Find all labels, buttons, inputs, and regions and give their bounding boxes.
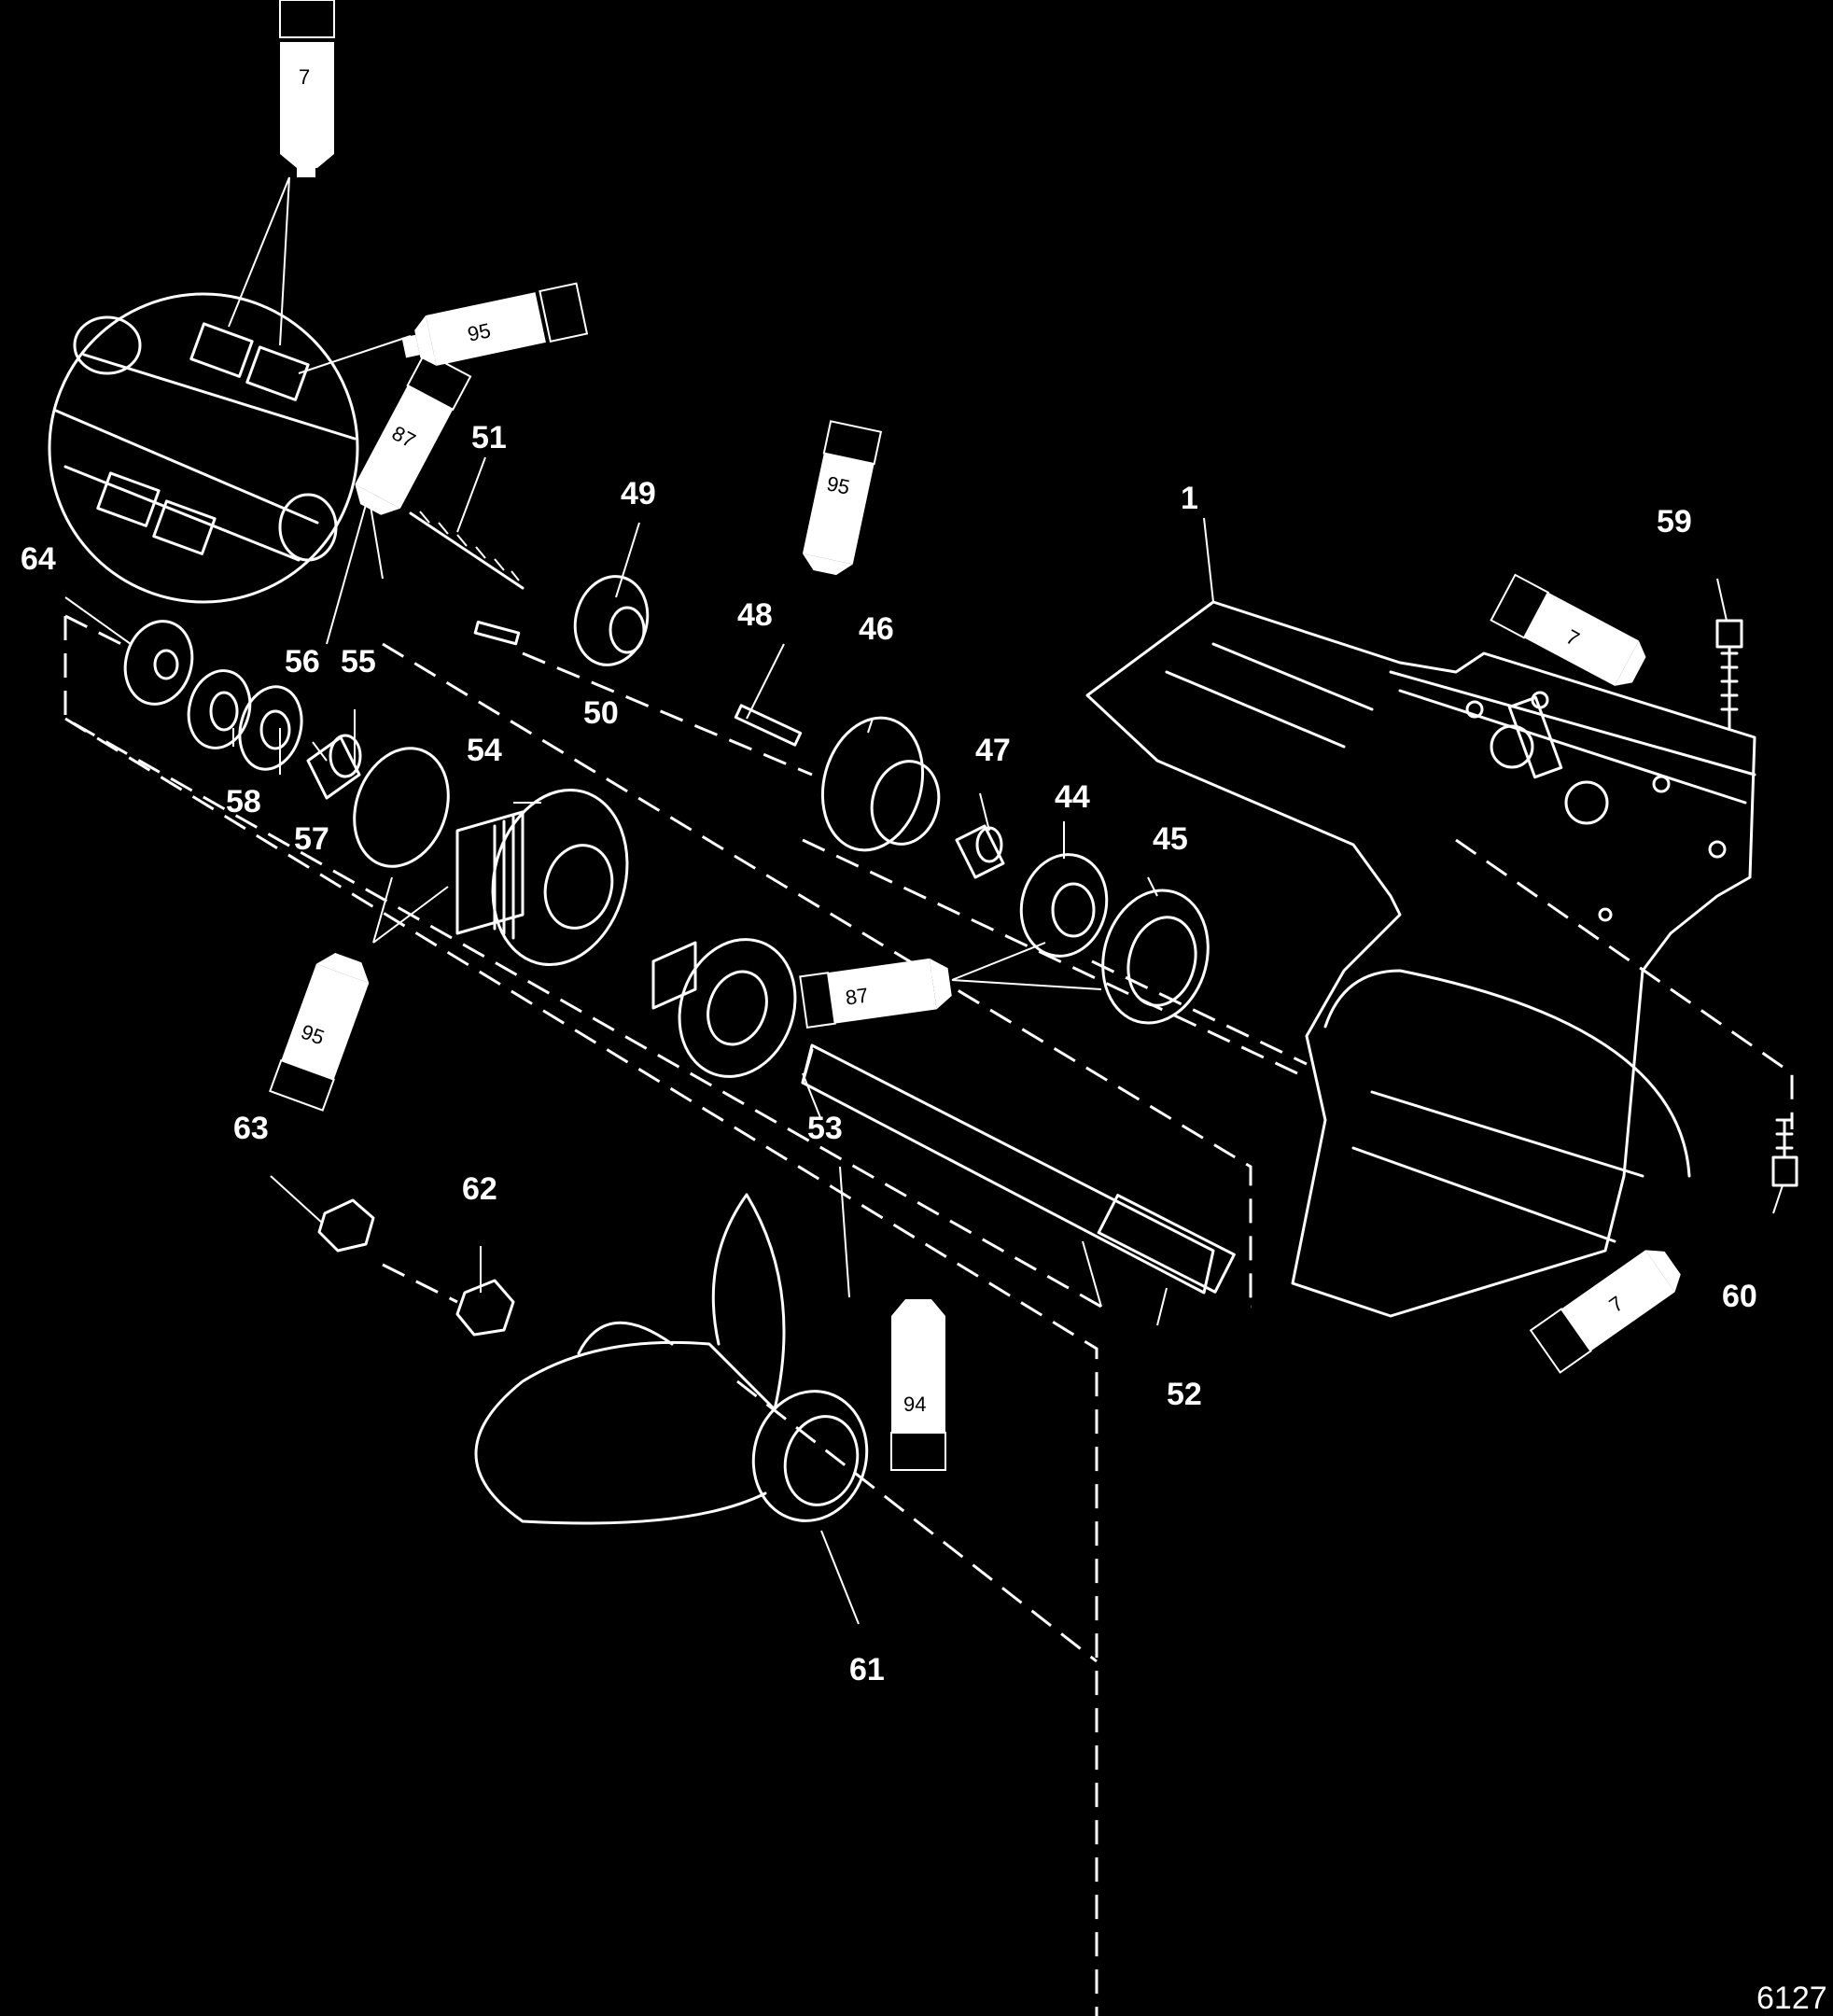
callout-1: 1 xyxy=(1181,481,1198,516)
bushing-56 xyxy=(306,734,362,800)
part-callouts: 1 44 45 46 47 48 49 50 51 52 53 54 55 56… xyxy=(21,420,1757,1687)
callout-51: 51 xyxy=(471,420,507,455)
propeller-shaft xyxy=(801,1043,1236,1295)
bushing-47 xyxy=(955,824,1005,879)
callout-63: 63 xyxy=(233,1111,269,1146)
propeller xyxy=(474,1193,869,1525)
callout-53: 53 xyxy=(807,1111,843,1146)
callout-55: 55 xyxy=(341,644,376,679)
gear-53 xyxy=(651,938,797,1078)
sealant-tube-6: 87 xyxy=(799,958,952,1029)
tube-label-2: 95 xyxy=(466,318,493,346)
callout-59: 59 xyxy=(1657,504,1692,539)
callout-58: 58 xyxy=(226,784,261,819)
callout-46: 46 xyxy=(859,611,894,647)
tube-label-8: 94 xyxy=(903,1393,926,1416)
callout-61: 61 xyxy=(849,1652,885,1687)
spring-51 xyxy=(409,511,525,590)
callout-60: 60 xyxy=(1722,1279,1757,1314)
sealant-tube-4: 95 xyxy=(802,420,883,576)
alignment-lines xyxy=(63,614,1794,2016)
nut-63 xyxy=(317,1198,375,1253)
o-ring-55 xyxy=(353,747,450,868)
callout-54: 54 xyxy=(467,733,502,768)
callout-45: 45 xyxy=(1153,821,1188,857)
sealant-tube-9: 7 xyxy=(1529,1250,1681,1374)
callout-57: 57 xyxy=(294,821,329,857)
washer-64 xyxy=(123,620,194,706)
callout-47: 47 xyxy=(975,733,1011,768)
figure-number: 6127 xyxy=(1756,1981,1827,2016)
bolt-59 xyxy=(1715,619,1743,730)
sealant-tube-3: 87 xyxy=(355,351,472,515)
tube-label-1: 7 xyxy=(299,65,310,89)
bolt-60 xyxy=(1771,1118,1798,1187)
gear-46 xyxy=(820,716,941,852)
bearing-44 xyxy=(1019,853,1109,958)
callout-49: 49 xyxy=(621,476,656,511)
callout-52: 52 xyxy=(1167,1377,1202,1412)
seal-58 xyxy=(187,669,252,749)
detail-inset-circle xyxy=(48,176,412,604)
sealant-tube-8: 94 xyxy=(890,1299,946,1471)
callout-64: 64 xyxy=(21,541,56,577)
bearing-57 xyxy=(238,685,303,771)
callout-48: 48 xyxy=(737,597,773,633)
callout-44: 44 xyxy=(1055,779,1090,815)
pin-50 xyxy=(473,621,521,646)
callout-50: 50 xyxy=(583,695,619,731)
sealant-tube-2: 95 xyxy=(401,282,589,366)
race-45 xyxy=(1101,889,1210,1025)
tube-label-4: 95 xyxy=(825,471,852,499)
sealant-tube-5: 7 xyxy=(1490,573,1646,686)
pin-48 xyxy=(734,704,803,747)
callout-62: 62 xyxy=(462,1171,497,1207)
clutch-49 xyxy=(573,575,650,666)
sealant-tube-7: 95 xyxy=(269,952,370,1112)
sealant-tube-1: 7 xyxy=(279,0,335,177)
leader-lines xyxy=(64,456,1784,1625)
bearing-carrier-54 xyxy=(455,788,629,967)
nut-62 xyxy=(455,1279,515,1337)
callout-56: 56 xyxy=(285,644,320,679)
tube-label-6: 87 xyxy=(844,984,870,1010)
gearcase-housing xyxy=(1085,600,1756,1318)
